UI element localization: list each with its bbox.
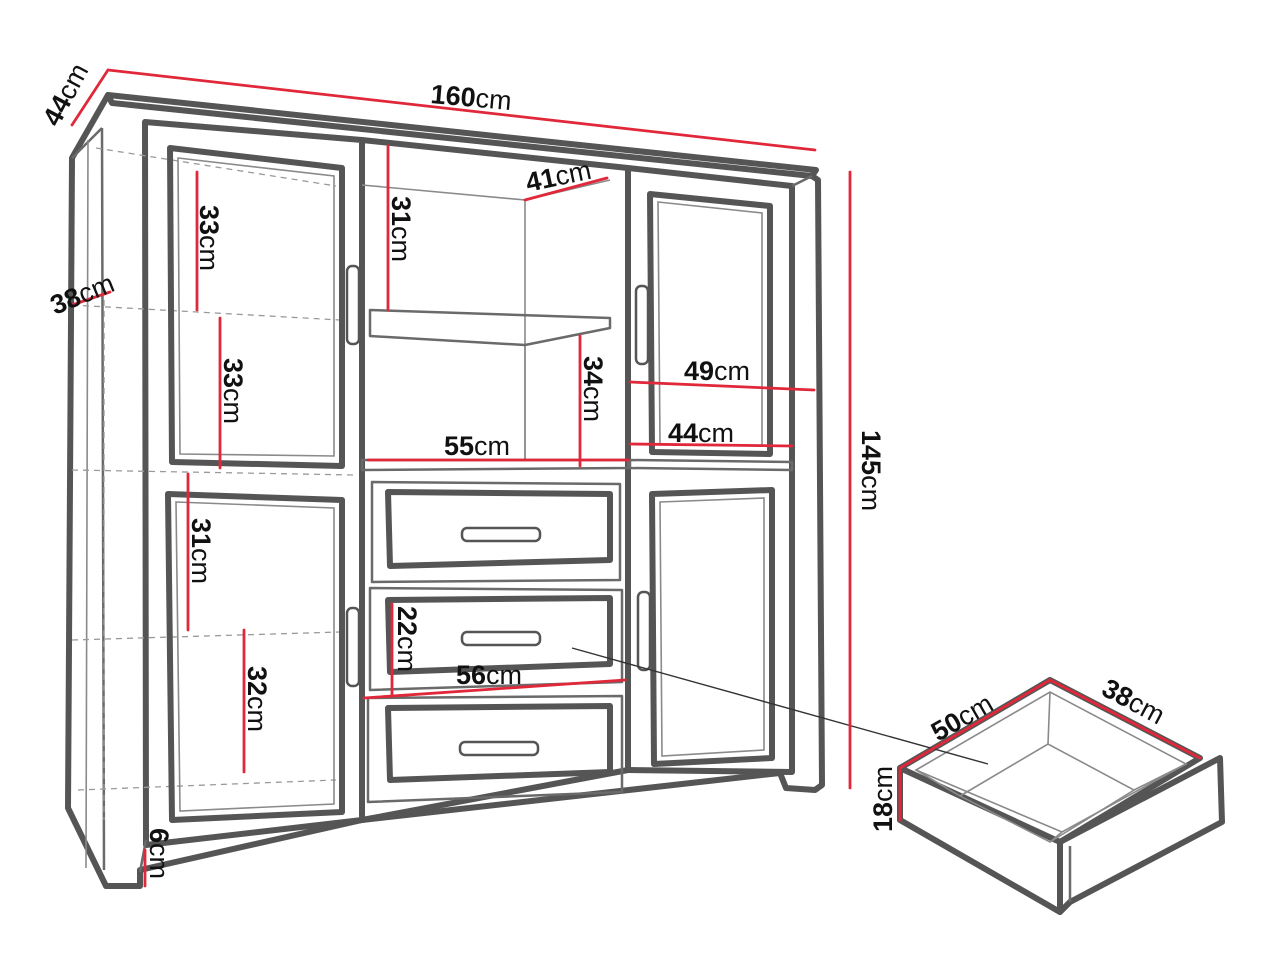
left-upper-shelf-2-label: 33cm	[218, 358, 248, 424]
center-mid-height-label: 34cm	[578, 356, 608, 422]
center-shelf-depth-label: 41cm	[523, 155, 594, 198]
leg-height-label: 6cm	[144, 828, 174, 879]
right-lower-door-handle	[636, 590, 652, 672]
drawer-front-width-label: 56cm	[456, 660, 522, 690]
left-lower-shelf-2-label: 32cm	[242, 666, 272, 732]
right-shelf	[628, 458, 794, 472]
dimension-lines	[70, 68, 1202, 888]
right-outer-width-label: 49cm	[684, 356, 750, 386]
width-label: 160cm	[429, 79, 512, 116]
drawer-width-label: 50cm	[926, 688, 998, 747]
height-label: 145cm	[856, 430, 886, 511]
drawer-1-handle	[460, 526, 542, 543]
left-upper-door-handle	[345, 264, 361, 346]
drawer-front-height-label: 22cm	[392, 606, 422, 672]
drawer-2-handle	[460, 630, 542, 647]
left-lower-door	[165, 491, 361, 823]
center-width-label: 55cm	[444, 431, 510, 461]
right-upper-door-handle	[634, 284, 650, 366]
left-shelf-guides	[71, 147, 356, 820]
center-drawers	[366, 480, 624, 804]
drawer-height-label: 18cm	[868, 766, 898, 832]
right-upper-door	[634, 191, 773, 457]
right-lower-door	[636, 487, 775, 767]
left-upper-shelf-1-label: 33cm	[194, 205, 224, 271]
drawer-3-handle	[458, 740, 540, 757]
left-lower-shelf-1-label: 31cm	[186, 518, 216, 584]
left-upper-door	[167, 145, 361, 469]
inner-depth-label: 38cm	[46, 268, 118, 321]
drawer-leader-line	[571, 647, 989, 765]
left-lower-door-handle	[345, 606, 361, 688]
center-top-height-label: 31cm	[386, 196, 416, 262]
right-inner-width-label: 44cm	[668, 418, 734, 448]
depth-label: 44cm	[37, 58, 94, 130]
